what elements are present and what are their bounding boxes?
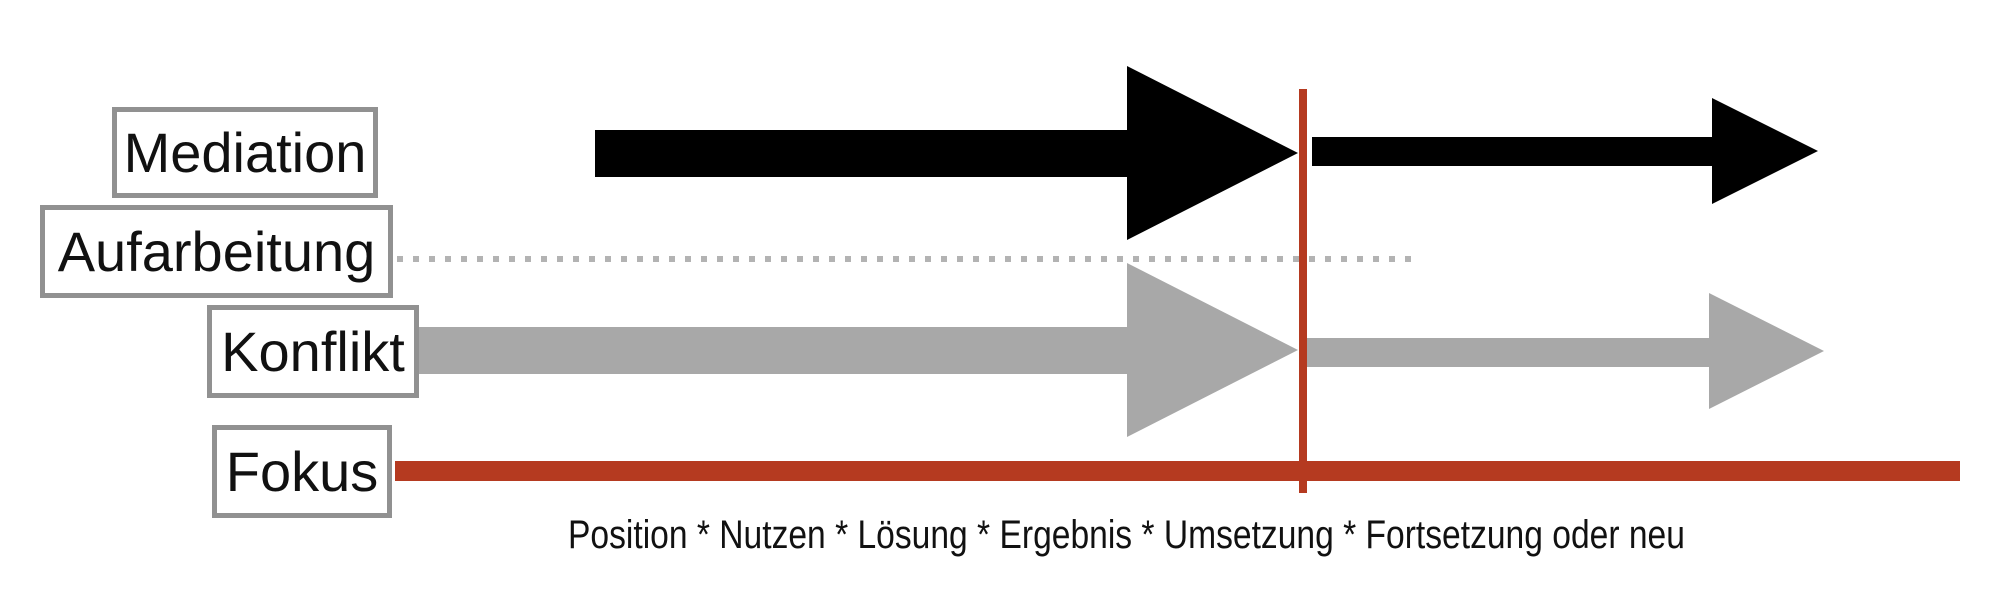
phase-divider-line <box>1299 89 1307 493</box>
fokus-red-line <box>395 461 1960 481</box>
aufarbeitung-label: Aufarbeitung <box>57 219 376 283</box>
caption: Position * Nutzen * Lösung * Ergebnis * … <box>568 513 1685 557</box>
label-box-mediation: Mediation <box>112 107 378 198</box>
label-box-konflikt: Konflikt <box>207 305 419 398</box>
konflikt-arrow-after-body <box>1307 338 1709 367</box>
konflikt-arrow-before-head-icon <box>1127 263 1298 437</box>
label-box-aufarbeitung: Aufarbeitung <box>40 205 393 298</box>
aufarbeitung-dotted-line <box>397 256 1420 262</box>
konflikt-arrow-before-body <box>417 327 1127 374</box>
konflikt-arrow-after-head-icon <box>1709 293 1824 409</box>
fokus-label: Fokus <box>225 439 379 503</box>
mediation-arrow-before-body <box>595 130 1127 177</box>
konflikt-label: Konflikt <box>221 319 405 383</box>
mediation-label: Mediation <box>123 120 367 184</box>
mediation-arrow-before-head-icon <box>1127 66 1298 240</box>
mediation-arrow-after-head-icon <box>1712 98 1818 204</box>
mediation-arrow-after-body <box>1312 137 1712 166</box>
label-box-fokus: Fokus <box>212 425 392 518</box>
